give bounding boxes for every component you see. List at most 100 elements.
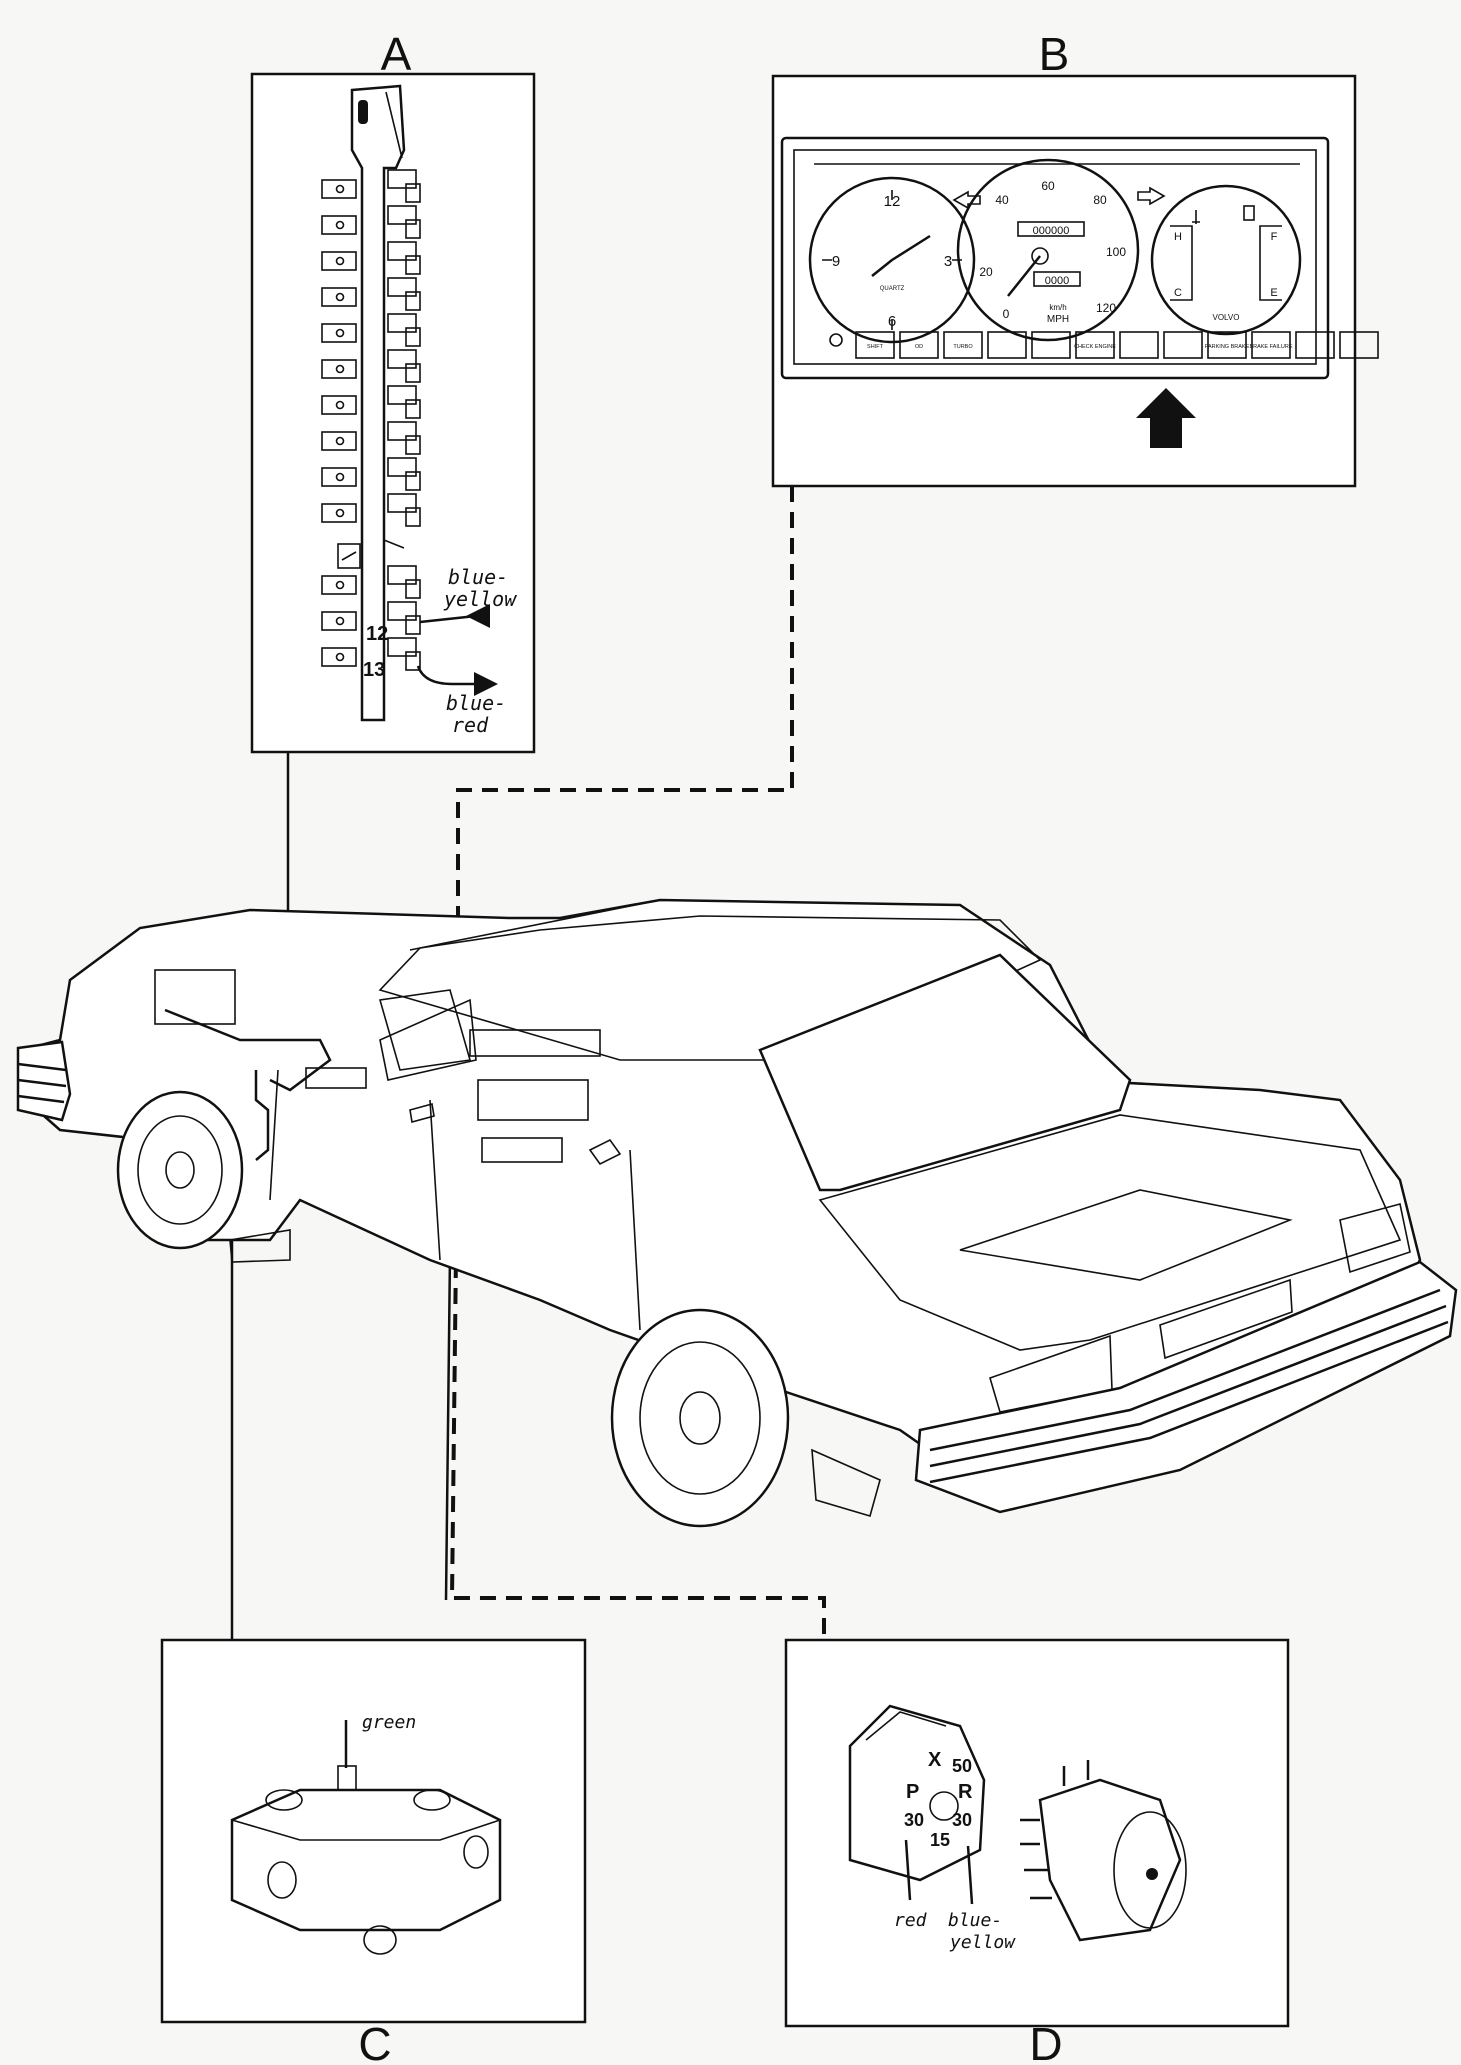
clock-gauge: 12 3 6 9 QUARTZ — [808, 176, 976, 344]
fuse-terminal — [387, 637, 417, 657]
terminal-50: 50 — [952, 1756, 972, 1776]
fuse-hole — [335, 436, 345, 446]
panel-a-frame — [250, 72, 536, 754]
odometer-value: 000000 — [1033, 225, 1070, 237]
fuse-tab — [405, 399, 421, 419]
clock-brand: QUARTZ — [880, 286, 905, 292]
fuse-hole — [335, 580, 345, 590]
speedo-mph-100: 100 — [1106, 245, 1126, 259]
temp-cold: C — [1174, 287, 1182, 299]
dash-cluster — [469, 1029, 601, 1057]
fuse-hole — [335, 616, 345, 626]
panel-d: D X 50 P R 30 30 15 red blue- yellow — [784, 1638, 1290, 2065]
fuse-terminal — [387, 205, 417, 225]
fuse-terminal — [387, 493, 417, 513]
temp-fuel-gauge: H C F E VOLVO — [1150, 184, 1302, 336]
speedo-mph-unit: MPH — [1047, 314, 1069, 325]
fuse-tab — [405, 219, 421, 239]
speedo-mph-120: 120 — [1096, 301, 1116, 315]
fuel-empty: E — [1270, 287, 1277, 299]
warning-light — [1031, 331, 1071, 359]
fuse-terminal — [387, 565, 417, 585]
clock-12: 12 — [884, 193, 901, 210]
fuse-tab — [405, 327, 421, 347]
warning-light — [987, 331, 1027, 359]
fuse-terminal — [321, 215, 357, 235]
fuse-terminal — [321, 179, 357, 199]
warning-light — [855, 331, 895, 359]
fuse-tab — [405, 435, 421, 455]
panel-a-letter: A — [381, 28, 412, 80]
indicator-arrow — [1136, 388, 1196, 448]
warning-light — [943, 331, 983, 359]
fuse-hole — [335, 400, 345, 410]
fuse-hole — [335, 652, 345, 662]
gauge-brand: VOLVO — [1213, 313, 1240, 322]
warning-light-label: BRAKE FAILURE — [1249, 344, 1292, 350]
warning-light-label: CHECK ENGINE — [1074, 344, 1116, 350]
fuel-full: F — [1271, 231, 1278, 243]
speedo-mph-60: 60 — [1041, 179, 1055, 193]
terminal-15: 15 — [930, 1830, 950, 1850]
trip-meter — [1033, 271, 1081, 287]
instrument-cluster: 12 3 6 9 QUARTZ 60 40 80 20 100 0 120 — [780, 136, 1379, 380]
fuse-hole — [335, 508, 345, 518]
dash-switches — [477, 1079, 589, 1121]
indicator-lamp — [829, 333, 843, 347]
trip-value: 0000 — [1045, 275, 1069, 287]
fuse-terminal — [387, 421, 417, 441]
fuse-terminal — [387, 169, 417, 189]
fuse-tab — [405, 183, 421, 203]
fuse-terminal — [321, 467, 357, 487]
panel-d-letter: D — [1029, 2018, 1062, 2065]
warning-light — [1075, 331, 1115, 359]
pin-13-label: 13 — [363, 659, 385, 681]
fuse-hole — [335, 364, 345, 374]
front-wheel — [116, 1090, 244, 1250]
wire-in-arrow — [419, 604, 490, 628]
clock-9: 9 — [832, 253, 840, 270]
wire-in-label-1: blue- — [448, 565, 508, 589]
warning-light — [1295, 331, 1335, 359]
wire-right-label-2: yellow — [949, 1932, 1016, 1953]
line-b — [456, 486, 794, 1060]
ignition-switch-connector: X 50 P R 30 30 15 — [848, 1704, 986, 1905]
fuse-terminal — [321, 251, 357, 271]
wire-out-arrow — [416, 665, 498, 696]
wire-green-label: green — [362, 1712, 416, 1733]
warning-light — [1119, 331, 1159, 359]
fuse-hole — [335, 220, 345, 230]
fuse-terminal — [387, 349, 417, 369]
warning-light — [1207, 331, 1247, 359]
engine-box — [154, 969, 236, 1025]
fuse-terminal — [321, 575, 357, 595]
warning-light-label: OD — [915, 344, 923, 350]
speedo-mph-80: 80 — [1093, 193, 1107, 207]
fuse-terminal — [321, 611, 357, 631]
fuse-terminal — [321, 323, 357, 343]
temp-hot: H — [1174, 231, 1182, 243]
fuse-tab — [405, 471, 421, 491]
panel-b: B 12 3 6 9 QUARTZ 60 — [771, 28, 1379, 488]
wire-red-label: red — [894, 1910, 928, 1931]
fuse-terminal — [321, 647, 357, 667]
fuse-hole — [335, 292, 345, 302]
pin-12-label: 12 — [366, 623, 388, 645]
fuse-terminal — [387, 313, 417, 333]
fuse-box — [305, 1067, 367, 1089]
panel-b-frame — [771, 74, 1357, 488]
wire-right-label-1: blue- — [948, 1910, 1002, 1931]
ignition-switch-body — [1020, 1760, 1187, 1942]
wire-out-label-1: blue- — [446, 691, 506, 715]
panel-c-letter: C — [358, 2018, 391, 2065]
dash-shelf — [379, 998, 477, 1081]
warning-light — [1339, 331, 1379, 359]
panel-c: C green — [160, 1638, 587, 2065]
panel-b-letter: B — [1039, 28, 1070, 80]
speedo-mph-0: 0 — [1003, 307, 1010, 321]
fuse-tab — [405, 507, 421, 527]
fuse-hole — [335, 184, 345, 194]
fuse-tab — [405, 651, 421, 671]
speedo-mph-40: 40 — [995, 193, 1009, 207]
